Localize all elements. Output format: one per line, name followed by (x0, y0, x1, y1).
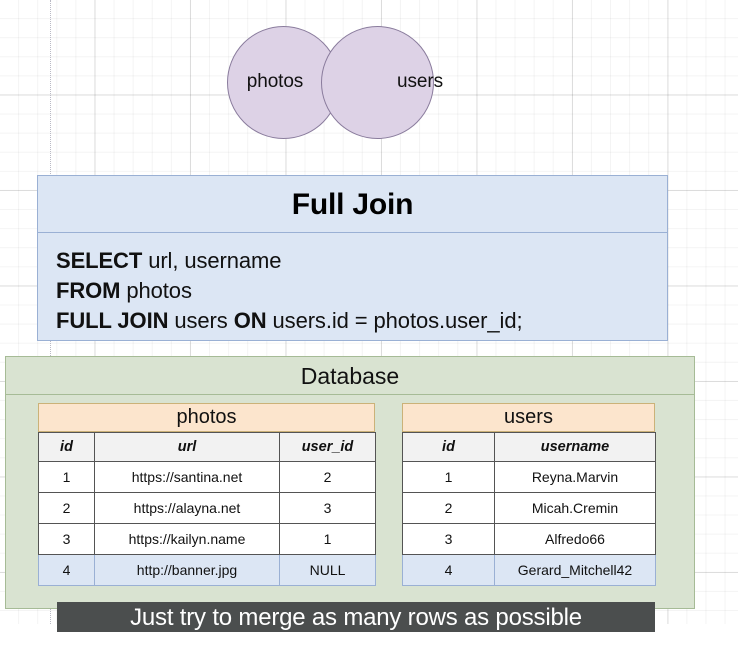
cell-username: Alfredo66 (494, 523, 656, 555)
table-row: 3 Alfredo66 (402, 523, 656, 555)
cell-url: https://kailyn.name (94, 523, 280, 555)
sql-line-select-rest: url, username (142, 248, 282, 273)
table-row: 3 https://kailyn.name 1 (38, 523, 376, 555)
column-header-id: id (38, 432, 95, 462)
database-tables-area: photos id url user_id 1 https://santina.… (6, 395, 694, 646)
table-photos-header-row: id url user_id (38, 432, 376, 462)
venn-circle-users (321, 26, 434, 139)
cell-url: https://santina.net (94, 461, 280, 493)
database-panel-title: Database (6, 357, 694, 395)
table-row: 1 Reyna.Marvin (402, 461, 656, 493)
table-users-header-row: id username (402, 432, 656, 462)
sql-line-select: SELECT url, username (56, 246, 667, 276)
venn-label-users: users (397, 71, 443, 92)
sql-line-join: FULL JOIN users ON users.id = photos.use… (56, 306, 667, 336)
cell-id: 4 (38, 554, 95, 586)
cell-username: Gerard_Mitchell42 (494, 554, 656, 586)
sql-keyword-from: FROM (56, 278, 121, 303)
table-users: users id username 1 Reyna.Marvin (402, 403, 656, 586)
cell-id: 2 (38, 492, 95, 524)
caption-text: Just try to merge as many rows as possib… (130, 604, 582, 631)
table-row-highlighted: 4 Gerard_Mitchell42 (402, 554, 656, 586)
table-row-highlighted: 4 http://banner.jpg NULL (38, 554, 376, 586)
cell-id: 1 (38, 461, 95, 493)
sql-keyword-full-join: FULL JOIN (56, 308, 169, 333)
column-header-url: url (94, 432, 280, 462)
table-photos-caption: photos (38, 403, 375, 432)
sql-line-join-rest2: users.id = photos.user_id; (266, 308, 523, 333)
cell-id: 3 (402, 523, 495, 555)
column-header-id: id (402, 432, 495, 462)
cell-url: https://alayna.net (94, 492, 280, 524)
table-users-caption: users (402, 403, 655, 432)
sql-line-from-rest: photos (120, 278, 192, 303)
column-header-username: username (494, 432, 656, 462)
cell-id: 2 (402, 492, 495, 524)
venn-diagram: photos users (226, 25, 480, 143)
cell-username: Reyna.Marvin (494, 461, 656, 493)
table-row: 2 https://alayna.net 3 (38, 492, 376, 524)
sql-query-card: Full Join SELECT url, username FROM phot… (37, 175, 668, 341)
column-header-user-id: user_id (279, 432, 376, 462)
sql-keyword-on: ON (233, 308, 267, 333)
cell-user-id: 2 (279, 461, 376, 493)
caption-bar: Just try to merge as many rows as possib… (57, 602, 655, 632)
cell-user-id: 3 (279, 492, 376, 524)
cell-user-id: 1 (279, 523, 376, 555)
sql-line-join-rest: users (168, 308, 234, 333)
table-photos-grid: id url user_id 1 https://santina.net 2 2… (38, 432, 376, 586)
table-users-grid: id username 1 Reyna.Marvin 2 Micah.Cremi… (402, 432, 656, 586)
cell-username: Micah.Cremin (494, 492, 656, 524)
table-photos: photos id url user_id 1 https://santina.… (38, 403, 376, 586)
venn-label-photos: photos (246, 71, 304, 92)
sql-query-text: SELECT url, username FROM photos FULL JO… (38, 233, 667, 336)
sql-card-title: Full Join (38, 176, 667, 233)
cell-url: http://banner.jpg (94, 554, 280, 586)
cell-user-id: NULL (279, 554, 376, 586)
sql-keyword-select: SELECT (56, 248, 143, 273)
database-panel: Database photos id url user_id 1 (5, 356, 695, 609)
cell-id: 3 (38, 523, 95, 555)
cell-id: 1 (402, 461, 495, 493)
table-row: 2 Micah.Cremin (402, 492, 656, 524)
sql-line-from: FROM photos (56, 276, 667, 306)
table-row: 1 https://santina.net 2 (38, 461, 376, 493)
cell-id: 4 (402, 554, 495, 586)
